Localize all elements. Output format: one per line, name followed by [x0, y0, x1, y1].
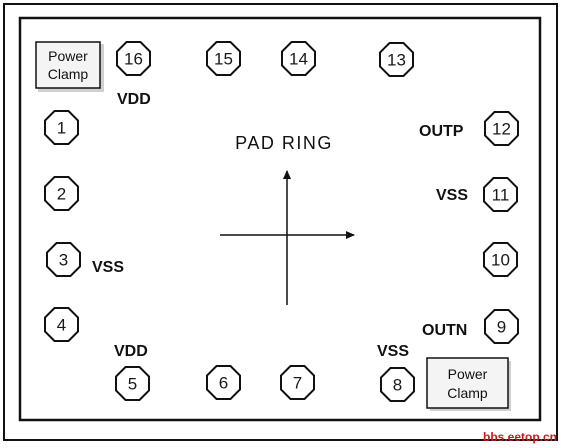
pad-5: 5 — [115, 366, 150, 401]
pad-1-number: 1 — [57, 119, 66, 138]
pad-6: 6 — [206, 365, 241, 400]
pad-5-number: 5 — [128, 375, 137, 394]
power-clamp-top-left-line2: Clamp — [48, 66, 89, 82]
power-clamp-top-left-line1: Power — [48, 48, 88, 64]
pad-4-number: 4 — [57, 316, 66, 335]
pad-7-number: 7 — [293, 374, 302, 393]
outn-label: OUTN — [422, 322, 467, 339]
pad-11: 11 — [483, 177, 518, 212]
pad-11-number: 11 — [492, 186, 510, 205]
vss-label-left: VSS — [92, 259, 124, 276]
power-clamp-bottom-right-line1: Power — [448, 366, 488, 382]
vss-label-bottom: VSS — [377, 343, 409, 360]
pad-9-number: 9 — [497, 318, 506, 337]
power-clamp-bottom-right-line2: Clamp — [447, 385, 488, 401]
vdd-label-top: VDD — [117, 91, 151, 108]
pad-12-number: 12 — [492, 120, 511, 139]
pad-2: 2 — [44, 176, 79, 211]
power-clamp-top-left: Power Clamp — [35, 41, 104, 92]
diagram-title: PAD RING — [235, 133, 333, 153]
pad-3-number: 3 — [59, 251, 68, 270]
pad-9: 9 — [484, 309, 519, 344]
inner-frame — [18, 16, 542, 422]
pad-15-number: 15 — [214, 50, 233, 69]
pad-4: 4 — [44, 307, 79, 342]
pad-7: 7 — [280, 365, 315, 400]
pad-14: 14 — [281, 41, 316, 76]
pad-10-number: 10 — [491, 251, 510, 270]
pad-8: 8 — [380, 367, 415, 402]
power-clamp-bottom-right: Power Clamp — [426, 357, 511, 411]
pad-12: 12 — [484, 111, 519, 146]
pad-3: 3 — [46, 242, 81, 277]
pad-6-number: 6 — [219, 374, 228, 393]
pad-1: 1 — [44, 110, 79, 145]
outp-label: OUTP — [419, 123, 464, 140]
vss-label-right: VSS — [436, 187, 468, 204]
pad-10: 10 — [483, 242, 518, 277]
pad-8-number: 8 — [393, 376, 402, 395]
outer-frame — [3, 3, 558, 441]
pad-16: 16 — [116, 41, 151, 76]
vdd-label-bottom: VDD — [114, 343, 148, 360]
watermark: bbs.eetop.cn — [483, 430, 557, 444]
pad-13: 13 — [379, 42, 414, 77]
pad-15: 15 — [206, 41, 241, 76]
pad-14-number: 14 — [289, 50, 308, 69]
pad-2-number: 2 — [57, 185, 66, 204]
pad-13-number: 13 — [387, 51, 406, 70]
pad-16-number: 16 — [124, 50, 143, 69]
